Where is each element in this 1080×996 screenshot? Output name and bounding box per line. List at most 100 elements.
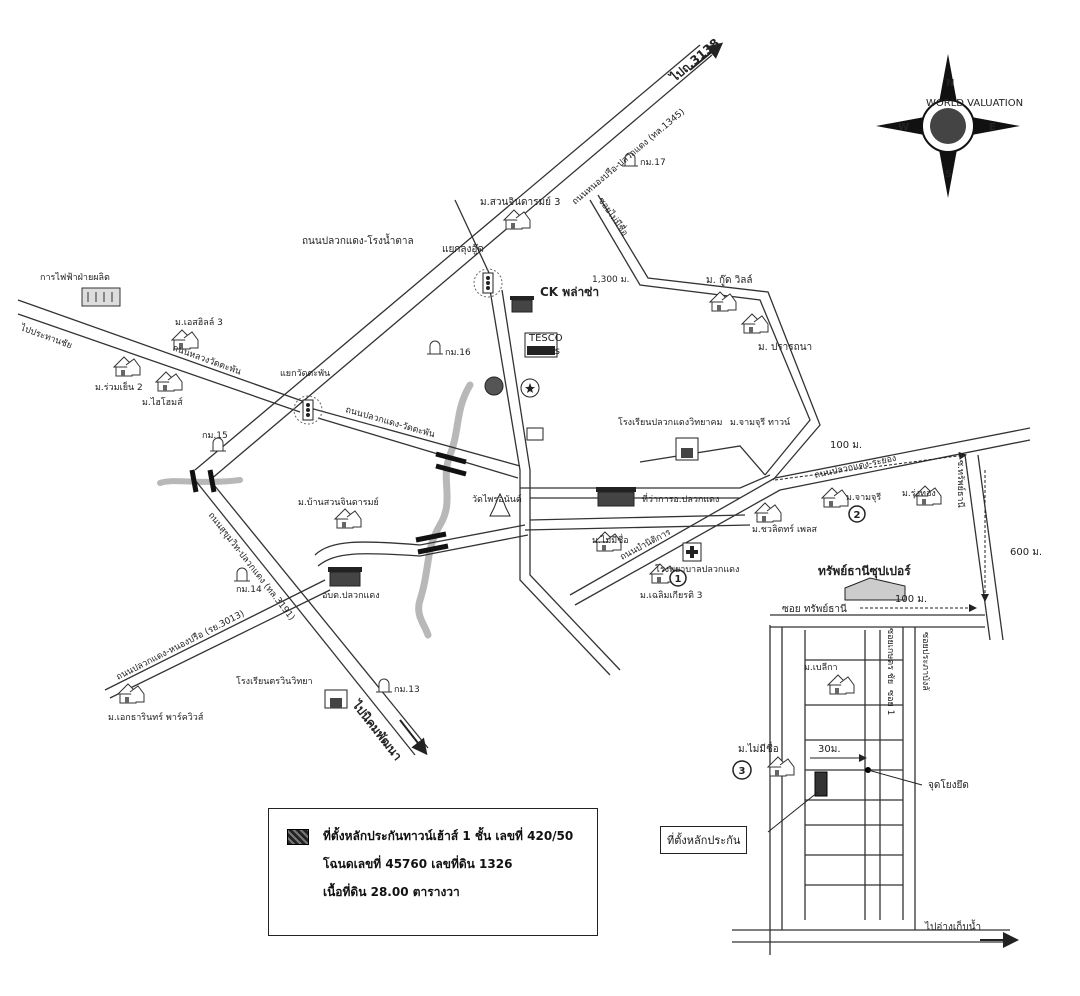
marker-2: 2 xyxy=(848,505,866,523)
label-km17: กม.17 xyxy=(640,158,666,168)
label-prarthana: ม. ปรารถนา xyxy=(758,342,812,353)
house-jamjuree-icon xyxy=(821,487,849,508)
label-district-office: ที่ว่าการอ.ปลวกแดง xyxy=(642,492,719,505)
label-ck-plaza: CK พล่าซ่า xyxy=(540,285,599,299)
label-hi-home: ม.ไฮโฮมส์ xyxy=(142,396,183,408)
label-ban-eks: ม.เบลีกา xyxy=(804,662,838,673)
label-power-plant: การไฟฟ้าฝ่ายผลิต xyxy=(40,272,110,283)
dim-100a xyxy=(774,451,967,481)
label-road-sukhumvit: ถนนสุขุมวิท-ปลวกแดง (ทล.3191) xyxy=(206,510,297,623)
bridge-south xyxy=(415,531,449,555)
label-tesco: TESCO xyxy=(528,333,563,344)
legend-line-3: เนื้อที่ดิน 28.00 ตารางวา xyxy=(323,885,460,899)
house-maimichue-lower-icon xyxy=(767,756,795,777)
label-km14: กม.14 xyxy=(236,585,262,595)
km13-post-icon xyxy=(375,678,393,693)
collateral-site-marker xyxy=(814,771,828,797)
label-jamjuree: ม.จามจุรี xyxy=(846,492,881,503)
label-school-pluakdaeng: โรงเรียนปลวกแดงวิทยาคม xyxy=(618,417,723,428)
label-to-pratamnak: ไปประทานชัย xyxy=(18,322,74,351)
label-km15: กม.15 xyxy=(202,431,228,441)
house-banruansuk-icon xyxy=(334,508,362,529)
svg-text:N: N xyxy=(946,78,954,89)
label-banruansuk: ม.บ้านสวนจินดารมย์ xyxy=(298,496,379,508)
label-dist-1300: 1,300 ม. xyxy=(592,275,629,285)
house-ruamyen2-icon xyxy=(113,356,141,377)
market-icon xyxy=(484,376,504,396)
collateral-leader xyxy=(767,791,819,833)
compass-rose-icon: N S W E WORLD VALUATION xyxy=(876,54,1023,198)
label-road-nongprue: ถนนปลวกแดง-หนองปรือ (รย.3013) xyxy=(114,608,246,682)
label-ektharin: ม.เอกธารินทร์ พาร์ควิวส์ xyxy=(108,711,204,723)
svg-text:WORLD VALUATION: WORLD VALUATION xyxy=(926,98,1023,109)
school-pluakdaeng-icon xyxy=(675,437,699,461)
hospital-icon xyxy=(682,542,702,562)
label-to-reservoir: ไปอ่างเก็บน้ำ xyxy=(924,919,981,933)
river-west xyxy=(157,477,243,486)
arrow-to-nikhom xyxy=(399,719,428,756)
house-ektharin-icon xyxy=(117,683,145,704)
marker-1: 1 xyxy=(669,569,687,587)
district-office-icon xyxy=(596,487,636,507)
ck-plaza-icon xyxy=(510,296,534,313)
label-soi-kaset-b: ซอยประภาบังลั xyxy=(920,632,930,691)
label-lotus: Lotus xyxy=(533,346,560,357)
arrow-to-3138 xyxy=(689,42,724,71)
label-school-rawin: โรงเรียนตรวินวิทยา xyxy=(236,676,313,687)
label-soi-1: ซอย 1 xyxy=(885,690,895,715)
label-rungthong: ม.รุ่งทอง xyxy=(902,489,936,499)
label-maimichue-upper: ม.ไม่มีชื่อ xyxy=(592,533,629,546)
power-plant-icon xyxy=(81,287,121,307)
label-jamjuree-town: ม.จามจุรี ทาวน์ xyxy=(730,416,790,428)
legend-box: ที่ตั้งหลักประกันทาวน์เฮ้าส์ 1 ชั้น เลขท… xyxy=(268,808,598,936)
reference-leader xyxy=(867,769,923,786)
label-to-3138: ไปถ.3138 xyxy=(666,35,722,86)
label-es-hill3: ม.เอสฮิลล์ 3 xyxy=(175,316,223,328)
label-soi-sapthani: ซอย ทรัพย์ธานี xyxy=(782,603,847,615)
bridge-north xyxy=(435,451,467,477)
tesco-lotus-icon xyxy=(524,332,558,358)
label-to-nikhom: ไปนิคมพัฒนา xyxy=(348,696,405,763)
label-reference-point: จุดโยงยึด xyxy=(928,778,969,791)
legend-site-swatch xyxy=(287,829,309,845)
legend-line-2: โฉนดเลขที่ 45760 เลขที่ดิน 1326 xyxy=(323,857,513,871)
label-ruamyen2: ม.ร่วมเย็น 2 xyxy=(95,380,143,393)
svg-text:W: W xyxy=(898,122,909,133)
svg-text:2: 2 xyxy=(854,510,861,521)
traffic-light-wat-tapan-icon xyxy=(293,395,323,425)
label-chalermkiat3: ม.เฉลิมเกียรติ 3 xyxy=(640,590,703,601)
label-dist-600: 600 ม. xyxy=(1010,547,1042,558)
label-yaek-lungud: แยกลุงอู๊ด xyxy=(442,243,484,255)
label-suan-jindarat3: ม.สวนจินดารมย์ 3 xyxy=(480,196,561,208)
label-km16: กม.16 xyxy=(445,348,471,358)
temple-icon xyxy=(489,492,511,517)
label-hospital: โรงพยาบาลปลวกแดง xyxy=(655,564,739,575)
bridge-west xyxy=(189,469,217,493)
house-chaiwat-icon xyxy=(754,502,782,523)
label-yaek-watjan: แยกวัดตะพัน xyxy=(280,369,330,379)
label-dist-30: 30ม. xyxy=(818,744,841,755)
legend-line-1: ที่ตั้งหลักประกันทาวน์เฮ้าส์ 1 ชั้น เลขท… xyxy=(323,829,574,843)
svg-text:S: S xyxy=(945,169,952,180)
label-road-rongnamtan: ถนนปลวกแดง-โรงน้ำตาล xyxy=(302,233,414,247)
label-maimichue-lower: ม.ไม่มีชื่อ xyxy=(738,741,779,755)
label-sao: อบต.ปลวกแดง xyxy=(322,591,380,601)
label-road-1345: ถนนหนองปรือ-ปลวกแดง (ทล.1345) xyxy=(570,106,687,207)
label-supermarket: ทรัพย์ธานีซุปเปอร์ xyxy=(818,564,911,579)
label-soi-maimichue: ซอยไม่มีชื่อ xyxy=(596,194,632,238)
svg-text:3: 3 xyxy=(739,766,746,777)
house-prarthana-icon xyxy=(741,313,769,334)
house-ban-eks-icon xyxy=(827,674,855,695)
supermarket-icon xyxy=(844,577,906,601)
police-icon xyxy=(520,378,540,398)
traffic-light-lung-ud-icon xyxy=(473,268,503,298)
label-dist-100a: 100 ม. xyxy=(830,440,862,451)
river xyxy=(415,381,474,639)
sao-office-icon xyxy=(328,567,362,587)
collateral-callout: ที่ตั้งหลักประกัน xyxy=(660,826,748,854)
small-building-icon xyxy=(526,427,544,441)
km16-post-icon xyxy=(426,340,444,355)
label-good-ville: ม. กู๊ด วิลล์ xyxy=(706,274,753,286)
label-km13: กม.13 xyxy=(394,685,420,695)
